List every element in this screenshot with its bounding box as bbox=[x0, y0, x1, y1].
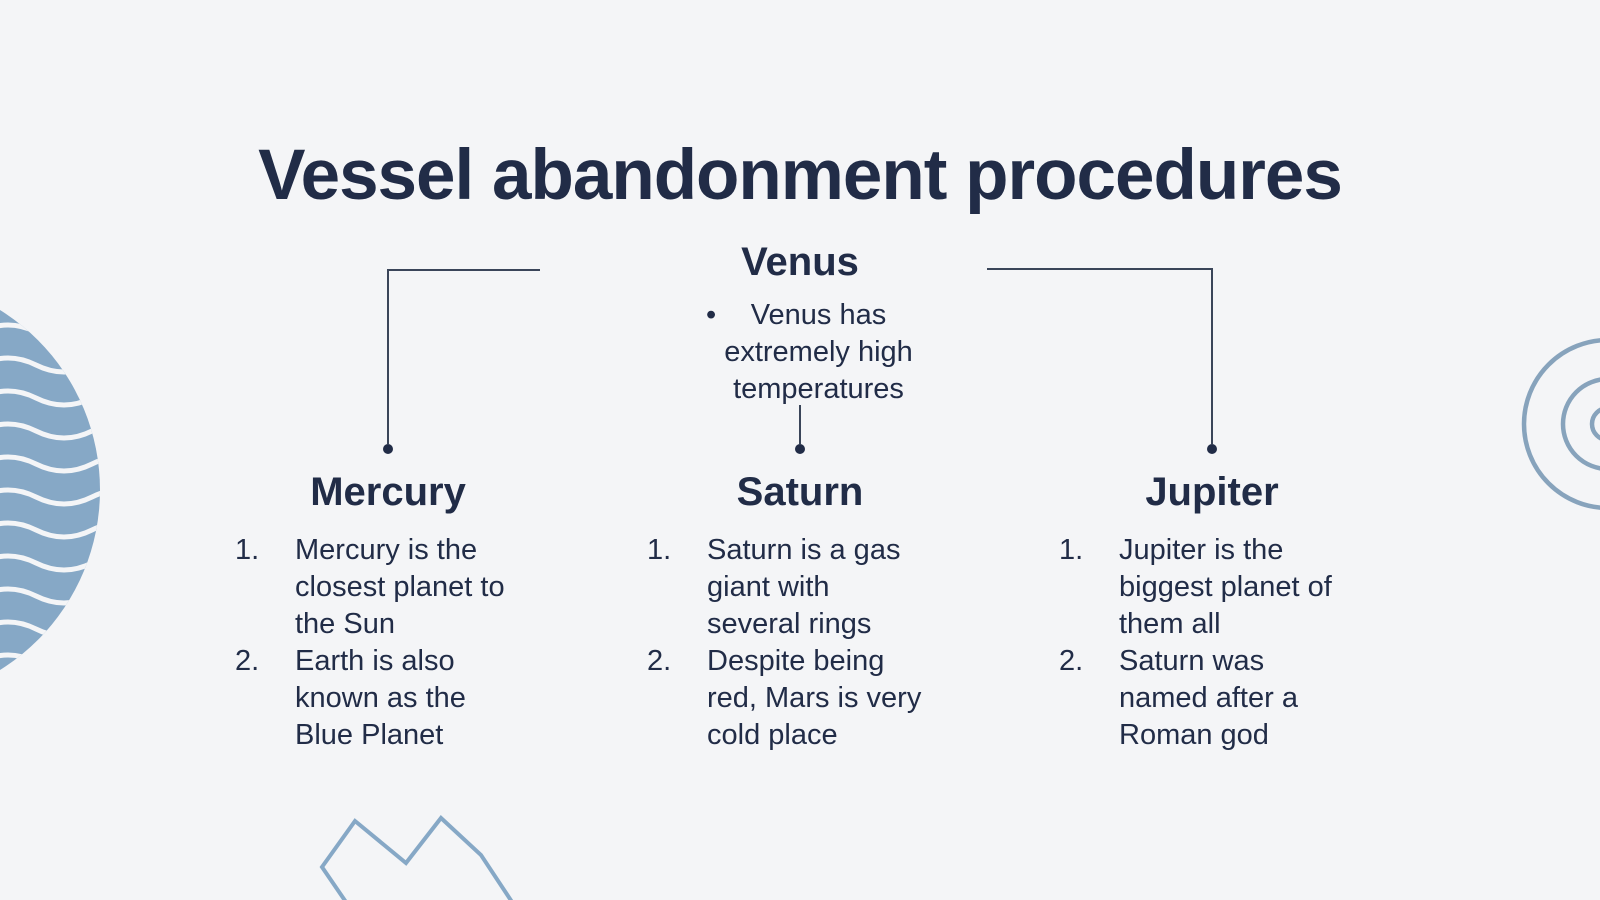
heart-outline-decoration bbox=[319, 815, 514, 900]
connector-dot-middle bbox=[795, 444, 805, 454]
list-number: 1. bbox=[1059, 534, 1084, 566]
list-number: 1. bbox=[647, 534, 672, 566]
list-item: 1. Saturn is a gas giant with several ri… bbox=[647, 532, 970, 643]
list-item-text: Mercury is the closest planet to the Sun bbox=[295, 534, 505, 640]
list-item: 2. Earth is also known as the Blue Plane… bbox=[235, 643, 558, 754]
node-saturn-list: 1. Saturn is a gas giant with several ri… bbox=[647, 532, 970, 754]
node-venus-bullet-list: • Venus has extremely high temperatures bbox=[700, 297, 937, 408]
connector-dot-left bbox=[383, 444, 393, 454]
list-number: 1. bbox=[235, 534, 260, 566]
list-item: 2. Despite being red, Mars is very cold … bbox=[647, 643, 970, 754]
list-item-text: Saturn was named after a Roman god bbox=[1119, 645, 1298, 751]
node-venus-bullet-text: Venus has extremely high temperatures bbox=[724, 299, 913, 405]
node-jupiter: Jupiter 1. Jupiter is the biggest planet… bbox=[1042, 468, 1382, 754]
node-jupiter-list: 1. Jupiter is the biggest planet of them… bbox=[1059, 532, 1382, 754]
node-mercury-heading: Mercury bbox=[310, 470, 466, 514]
connector-dot-right bbox=[1207, 444, 1217, 454]
list-item: 1. Jupiter is the biggest planet of them… bbox=[1059, 532, 1382, 643]
node-venus-heading: Venus bbox=[741, 240, 859, 284]
wavy-circle-fill bbox=[0, 300, 100, 700]
bullet-icon: • bbox=[706, 299, 717, 331]
node-saturn-heading: Saturn bbox=[736, 470, 864, 514]
list-item-text: Earth is also known as the Blue Planet bbox=[295, 645, 466, 751]
node-mercury-list: 1. Mercury is the closest planet to the … bbox=[235, 532, 558, 754]
list-number: 2. bbox=[235, 645, 260, 677]
list-item: 2. Saturn was named after a Roman god bbox=[1059, 643, 1382, 754]
list-item-text: Jupiter is the biggest planet of them al… bbox=[1119, 534, 1332, 640]
list-item-text: Saturn is a gas giant with several rings bbox=[707, 534, 901, 640]
wavy-circle-decoration bbox=[0, 300, 100, 700]
node-jupiter-heading: Jupiter bbox=[1145, 470, 1279, 514]
slide-title: Vessel abandonment procedures bbox=[258, 135, 1343, 215]
concentric-circles-decoration bbox=[1521, 338, 1600, 510]
list-number: 2. bbox=[1059, 645, 1084, 677]
list-number: 2. bbox=[647, 645, 672, 677]
connector-left bbox=[387, 269, 540, 444]
node-venus: Venus bbox=[630, 238, 970, 286]
list-item: 1. Mercury is the closest planet to the … bbox=[235, 532, 558, 643]
node-saturn: Saturn 1. Saturn is a gas giant with sev… bbox=[630, 468, 970, 754]
node-mercury: Mercury 1. Mercury is the closest planet… bbox=[218, 468, 558, 754]
list-item-text: Despite being red, Mars is very cold pla… bbox=[707, 645, 922, 751]
connector-right bbox=[987, 268, 1213, 444]
